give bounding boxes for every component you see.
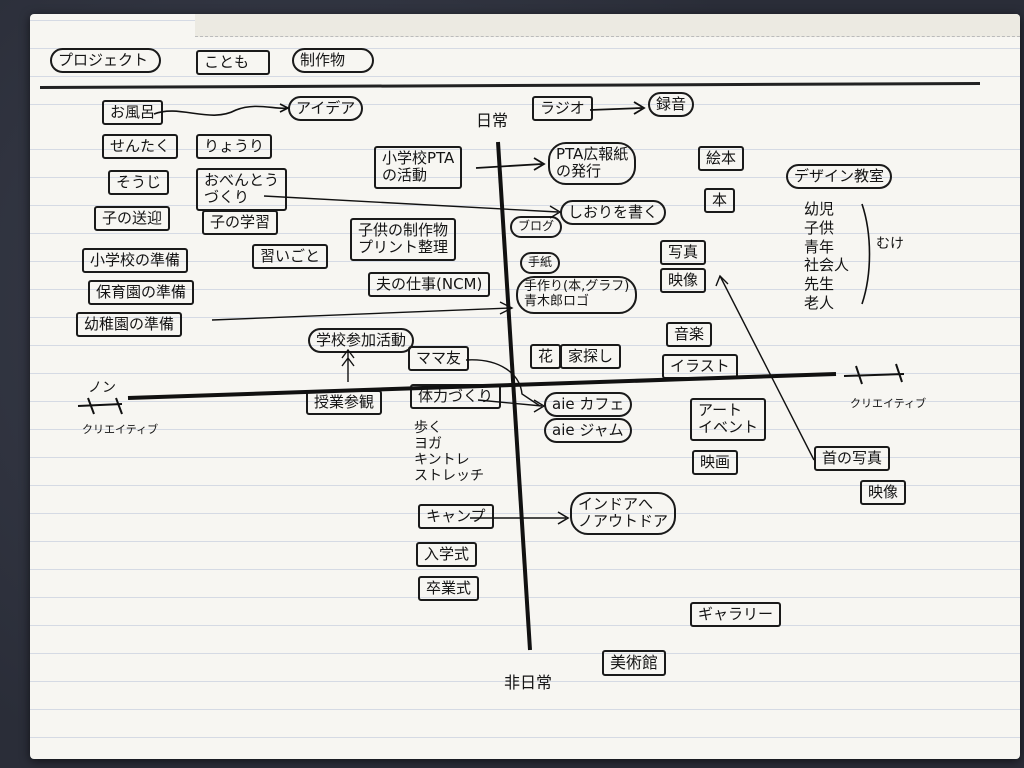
item-gakushu: 子の学習 xyxy=(202,210,279,236)
arrow-mamatomo xyxy=(465,359,541,407)
torn-edge xyxy=(195,14,1020,37)
item-naraigoto: 習いごと xyxy=(252,244,329,270)
vertical-axis xyxy=(496,141,532,651)
item-radio: ラジオ xyxy=(532,96,593,122)
item-logo: 手作り(本,グラフ) 青木郎ロゴ xyxy=(516,276,638,314)
arrow-obentou xyxy=(263,195,559,213)
targets-bracket xyxy=(861,203,871,305)
arrowhead xyxy=(557,511,570,525)
item-kaisha: 夫の仕事(NCM) xyxy=(368,272,491,298)
item-exercises: 歩く ヨガ キントレ ストレッチ xyxy=(414,420,484,485)
item-nyugaku: 入学式 xyxy=(416,542,478,568)
arrowhead xyxy=(279,103,290,113)
axis-label-bottom: 非日常 xyxy=(504,673,553,692)
item-okurimukae: 子の送迎 xyxy=(94,206,171,232)
item-eiga: 映画 xyxy=(692,450,739,476)
item-print: 子供の制作物 プリント整理 xyxy=(350,218,457,261)
item-kubi-eizo: 映像 xyxy=(860,480,907,506)
arrowhead xyxy=(715,274,729,287)
arrow-kubi-shashin xyxy=(719,275,815,461)
item-targets: 幼児 子供 青年 社会人 先生 老人 xyxy=(804,200,850,312)
item-mamatomo: ママ友 xyxy=(408,346,470,372)
item-tegami: 手紙 xyxy=(520,252,561,274)
item-aie-cafe: aie カフェ xyxy=(544,392,633,418)
item-gakko-katsudo: 学校参加活動 xyxy=(308,328,415,354)
item-iesagashi: 家探し xyxy=(560,344,622,370)
notebook-page: プロジェクト ことも 制作物 日常 非日常 ノン クリエイティブ クリエイティブ… xyxy=(30,14,1020,759)
arrowhead xyxy=(533,157,546,171)
arrow-pta xyxy=(475,163,543,169)
horizontal-axis xyxy=(127,372,837,400)
item-pta-koho: PTA広報紙 の発行 xyxy=(548,142,637,185)
axis-label-left-sub: クリエイティブ xyxy=(82,423,159,436)
item-shashin: 写真 xyxy=(660,240,707,266)
arrowhead xyxy=(499,301,514,315)
item-ehon: 絵本 xyxy=(698,146,745,172)
item-hon: 本 xyxy=(704,188,736,214)
arrow-radio-rokuon xyxy=(589,107,643,111)
arrowhead xyxy=(549,205,562,219)
left-axis-cross xyxy=(77,397,123,415)
item-camp: キャンプ xyxy=(418,504,494,530)
arrow-karada xyxy=(477,399,543,407)
item-design: デザイン教室 xyxy=(786,164,893,190)
item-aie-gym: aie ジャム xyxy=(544,418,632,444)
header-tab-kodomo: ことも xyxy=(196,50,270,76)
item-rokuon: 録音 xyxy=(648,92,695,118)
header-tab-project: プロジェクト xyxy=(50,48,161,74)
axis-label-left: ノン xyxy=(88,380,116,396)
arrow-ofuro-idea xyxy=(153,105,289,116)
axis-label-top: 日常 xyxy=(476,111,509,130)
arrow-youchien xyxy=(211,307,511,321)
item-eizo: 映像 xyxy=(660,268,707,294)
item-ryouri: りょうり xyxy=(196,134,273,160)
right-axis-cross xyxy=(843,363,905,385)
item-indoor: インドアへ ノアウトドア xyxy=(570,492,677,535)
arrow-jugyo-up xyxy=(341,348,355,382)
item-sotsugyo: 卒業式 xyxy=(418,576,480,602)
item-pta: 小学校PTA の活動 xyxy=(374,146,463,189)
item-muke: むけ xyxy=(876,236,904,252)
item-shogakko-junbi: 小学校の準備 xyxy=(82,248,189,274)
item-sentaku: せんたく xyxy=(102,134,179,160)
arrowhead xyxy=(633,101,646,115)
item-hoikuen: 保育園の準備 xyxy=(88,280,195,306)
item-souji: そうじ xyxy=(108,170,170,196)
item-shiori: しおりを書く xyxy=(560,200,667,226)
item-bijutsukan: 美術館 xyxy=(602,650,667,677)
header-tab-seisakubutsu: 制作物 xyxy=(292,48,374,74)
item-idea: アイデア xyxy=(288,96,364,122)
diagram-lines xyxy=(77,101,905,651)
item-youchien: 幼稚園の準備 xyxy=(76,312,183,338)
item-ongaku: 音楽 xyxy=(666,322,713,348)
item-kubi-shashin: 首の写真 xyxy=(814,446,891,472)
axis-label-right-sub: クリエイティブ xyxy=(850,397,927,410)
item-obentou: おべんとう づくり xyxy=(196,168,288,211)
item-blog: ブログ xyxy=(510,216,563,238)
item-gallery: ギャラリー xyxy=(690,602,782,628)
item-art-event: アート イベント xyxy=(690,398,767,441)
arrowhead xyxy=(533,399,546,413)
